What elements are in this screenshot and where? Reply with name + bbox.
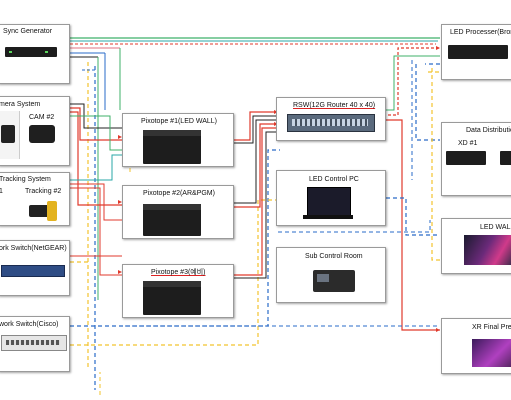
- led-wall-box[interactable]: LED WAL: [441, 218, 511, 274]
- xd2-device: [500, 151, 511, 165]
- netgear-label: ork Switch(NetGEAR): [0, 245, 67, 252]
- pixotope2-box[interactable]: Pixotope #2(AR&PGM): [122, 185, 234, 239]
- rsw-label: RSW(12G Router 40 x 40): [293, 102, 376, 109]
- rsw-xr-red: [378, 119, 440, 331]
- tracking-system-box[interactable]: Tracking System 1 Tracking #2: [0, 172, 70, 226]
- sub-control-room-label: Sub Control Room: [305, 253, 363, 260]
- track-red-line: [70, 183, 122, 221]
- rsw-router-box[interactable]: RSW(12G Router 40 x 40): [276, 97, 386, 141]
- sync-generator-label: Sync Generator: [3, 28, 53, 35]
- mid-blue-dash: [278, 220, 431, 233]
- rsw-ledproc-red-dash: [378, 47, 440, 116]
- pixotope1-label: Pixotope #1(LED WALL): [141, 118, 217, 125]
- cam-red-line-2: [70, 111, 122, 206]
- pix3-rsw-black: [234, 131, 278, 279]
- led-processor-label: LED Processer(Brom: [450, 29, 511, 36]
- led-wall-label: LED WAL: [480, 224, 511, 231]
- led-wall-screen-icon: [464, 235, 511, 265]
- network-switch-netgear-box[interactable]: ork Switch(NetGEAR): [0, 240, 70, 296]
- data-distribution-label: Data Distributio: [466, 127, 511, 134]
- rsw-green: [378, 55, 440, 111]
- cam2-camera-icon: [29, 125, 55, 143]
- right-blue-dash: [415, 64, 440, 141]
- pixotope3-box[interactable]: Pixotope #3(예비): [122, 264, 234, 318]
- camera-icon: [1, 125, 15, 143]
- netgear-switch-device: [1, 265, 65, 277]
- tracking-system-label: Tracking System: [0, 176, 51, 183]
- pix3-rsw-red: [234, 127, 278, 276]
- tracking1-label: 1: [0, 188, 3, 195]
- xr-preview-image-icon: [472, 339, 511, 367]
- cisco-yellow-dash: [70, 199, 278, 346]
- pix1-rsw-red: [234, 111, 278, 141]
- pixotope2-server-icon: [143, 204, 201, 236]
- xd1-label: XD #1: [458, 140, 478, 147]
- track-red-line-2: [70, 187, 122, 276]
- cam2-label: CAM #2: [29, 114, 55, 121]
- cam-red-line: [70, 107, 122, 141]
- laptop-icon: [303, 187, 353, 219]
- pixotope2-label: Pixotope #2(AR&PGM): [143, 190, 215, 197]
- sync-generator-device: [5, 47, 57, 57]
- led-processor-box[interactable]: LED Processer(Brom: [441, 24, 511, 80]
- cisco-label: work Switch(Cisco): [0, 321, 59, 328]
- track-teal-line: [70, 154, 122, 181]
- cam1-card: [0, 111, 20, 159]
- xd1-device: [446, 151, 486, 165]
- pix2-rsw-red: [234, 123, 278, 208]
- data-distribution-box[interactable]: Data Distributio XD #1: [441, 122, 511, 196]
- pixotope1-box[interactable]: Pixotope #1(LED WALL): [122, 113, 234, 167]
- camera-system-box[interactable]: mera System CAM #2: [0, 96, 70, 166]
- xr-final-preview-box[interactable]: XR Final Prev: [441, 318, 511, 374]
- led-control-pc-box[interactable]: LED Control PC: [276, 170, 386, 226]
- sub-control-room-box[interactable]: Sub Control Room: [276, 247, 386, 303]
- tracking2-label: Tracking #2: [25, 188, 62, 195]
- pixotope3-server-icon: [143, 281, 201, 315]
- rsw-router-device: [287, 114, 375, 132]
- pixotope3-label: Pixotope #3(예비): [151, 269, 206, 276]
- camera-system-label: mera System: [0, 101, 41, 108]
- right-yellow-dash: [431, 68, 440, 261]
- ledctl-blue-dash: [386, 197, 440, 236]
- pixotope1-server-icon: [143, 130, 201, 164]
- pix1-rsw-black: [234, 115, 278, 144]
- pix2-rsw-black: [234, 119, 278, 204]
- led-control-pc-label: LED Control PC: [309, 176, 359, 183]
- sync-generator-box[interactable]: Sync Generator: [0, 24, 70, 84]
- led-processor-device: [448, 45, 508, 59]
- tracking-camera-icon: [29, 201, 59, 221]
- cisco-switch-device: [1, 335, 67, 351]
- cam-green-line: [70, 115, 122, 151]
- network-switch-cisco-box[interactable]: work Switch(Cisco): [0, 316, 70, 372]
- control-console-icon: [313, 270, 355, 292]
- xr-preview-label: XR Final Prev: [472, 324, 511, 331]
